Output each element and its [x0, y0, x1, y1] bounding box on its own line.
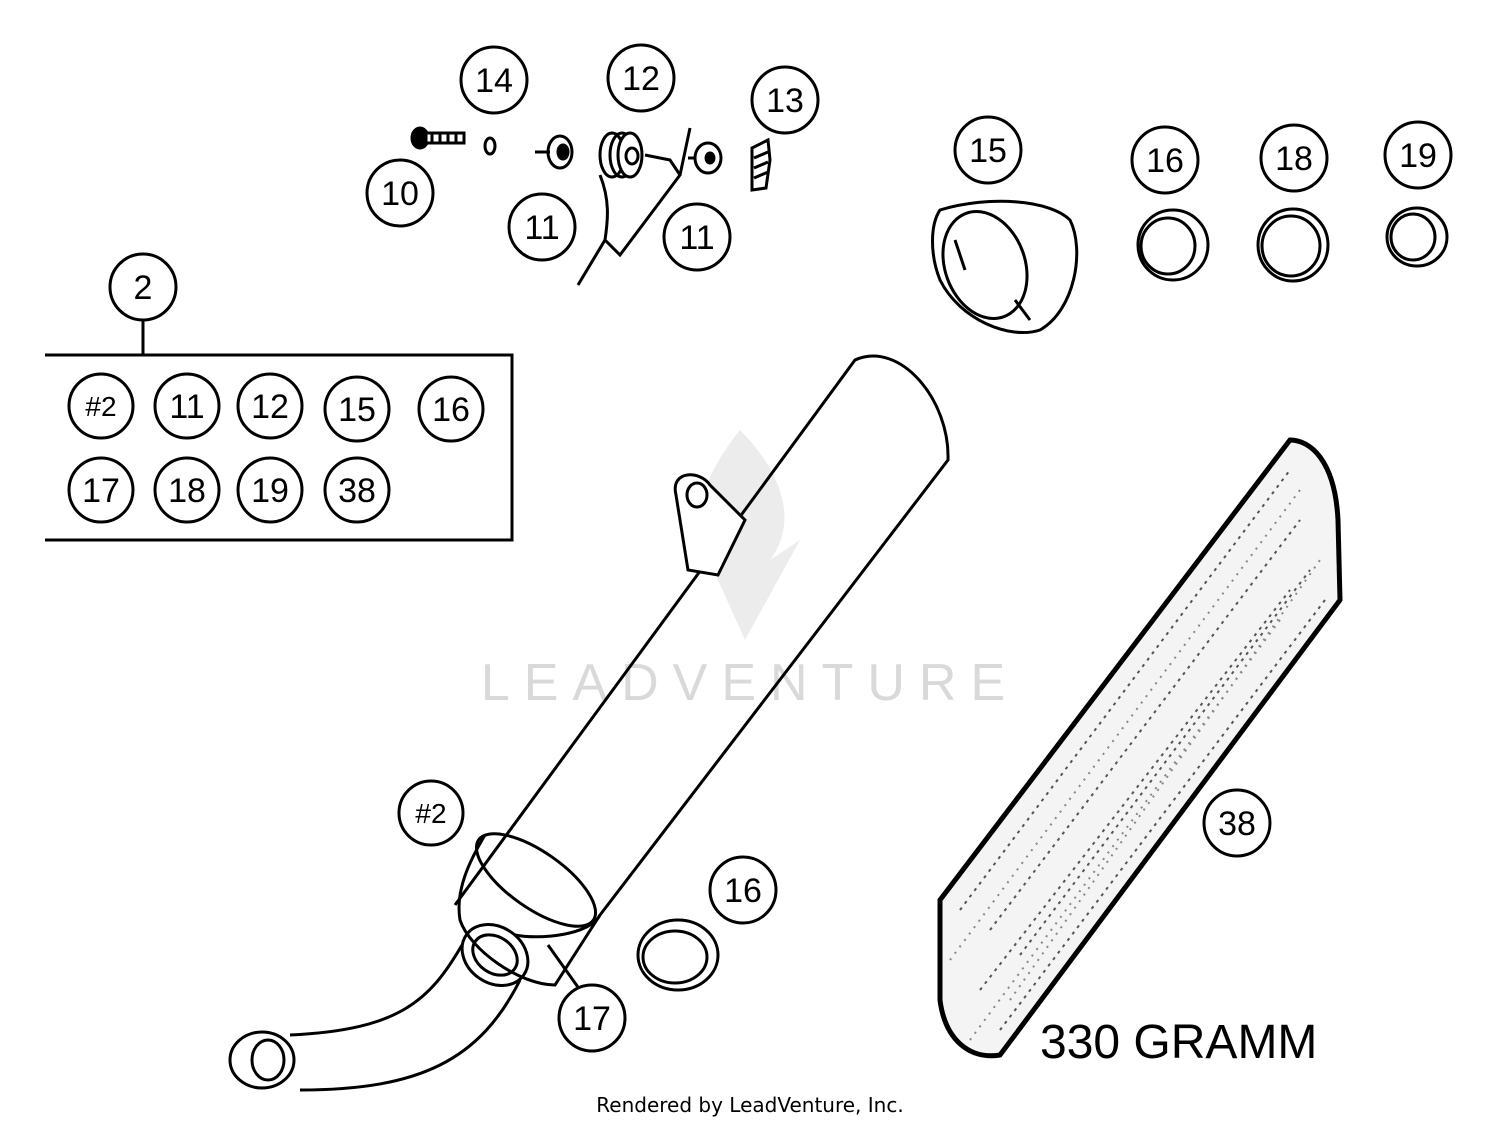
packing-ring-icon: [1136, 208, 1210, 282]
callout-16-bottom: 16: [708, 855, 778, 925]
kit-item: 19: [236, 456, 304, 524]
kit-item-label: 15: [338, 391, 376, 429]
callout-label: 16: [1146, 142, 1184, 180]
callout-label: 14: [475, 62, 513, 100]
callout-label: 10: [381, 175, 419, 213]
kit-box-outline: [45, 353, 514, 542]
packing-ring-lower-icon: [636, 918, 720, 992]
callout-16-top: 16: [1130, 125, 1200, 195]
kit-item-label: #2: [85, 391, 116, 422]
kit-item-label: 19: [251, 472, 289, 510]
kit-item: 16: [417, 375, 485, 443]
kit-item-label: 11: [169, 388, 204, 426]
kit-item: 12: [236, 372, 304, 440]
leader-line-17: [546, 944, 582, 991]
callout-10: 10: [365, 158, 435, 228]
footer-credit: Rendered by LeadVenture, Inc.: [596, 1093, 903, 1117]
callout-label: 18: [1275, 140, 1313, 178]
kit-item: 18: [153, 456, 221, 524]
callout-17: 17: [557, 983, 627, 1053]
kit-item: 38: [323, 456, 391, 524]
bracket-clamp-icon: [576, 127, 692, 286]
spring-washer-icon: [483, 136, 497, 156]
kit-item: #2: [67, 372, 135, 440]
end-cap-icon: [931, 199, 1079, 335]
callout-label: 38: [1218, 805, 1256, 843]
kit-callout: 2: [108, 252, 178, 322]
callout-muffler: #2: [397, 779, 465, 847]
kit-item-label: 16: [432, 391, 470, 429]
callout-15: 15: [953, 115, 1023, 185]
weight-label: 330 GRAMM: [1040, 1016, 1317, 1069]
callout-11-right: 11: [662, 202, 732, 272]
callout-14: 14: [459, 45, 529, 115]
sleeve-ring-icon: [1385, 206, 1449, 268]
kit-item-label: 12: [251, 388, 289, 426]
gasket-ring-icon: [1256, 207, 1330, 283]
callout-label: 19: [1399, 137, 1437, 175]
callout-19: 19: [1383, 120, 1453, 190]
watermark-logo-icon: [700, 430, 800, 640]
rubber-washer-right-icon: [688, 141, 723, 175]
mounting-hardware: [410, 126, 772, 286]
bolt-icon: [410, 126, 466, 150]
insulation-mat-icon: [937, 437, 1343, 1059]
nut-clip-icon: [750, 137, 772, 192]
callout-label: 12: [622, 60, 660, 98]
muffler-assembly: [228, 354, 950, 1092]
callout-label: 11: [679, 219, 714, 257]
kit-item: 15: [323, 375, 391, 443]
callout-38: 38: [1202, 788, 1272, 858]
callout-label: 11: [524, 209, 559, 247]
rubber-washer-icon: [535, 134, 574, 170]
watermark: LEADVENTURE: [481, 430, 1019, 712]
kit-number: 2: [134, 269, 153, 307]
kit-item: 17: [67, 456, 135, 524]
kit-items: #2 11 12 15 16 17 18 19: [67, 372, 485, 524]
callout-label: 15: [969, 132, 1007, 170]
outlet-pipe-icon: [228, 923, 530, 1092]
end-cap-parts: [931, 199, 1449, 335]
callout-18: 18: [1259, 123, 1329, 193]
watermark-text: LEADVENTURE: [481, 654, 1019, 712]
callout-13: 13: [750, 65, 820, 135]
callout-label: 16: [724, 872, 762, 910]
kit-item-label: 38: [338, 472, 376, 510]
callout-label: #2: [415, 798, 446, 829]
kit-item: 11: [153, 372, 221, 440]
callout-label: 17: [573, 1000, 611, 1038]
callout-label: 13: [766, 82, 804, 120]
kit-item-label: 18: [168, 472, 206, 510]
callout-12: 12: [606, 43, 676, 113]
part-callouts: 10 14 12 13 11 11 15 16: [365, 43, 1453, 1053]
muffler-body-icon: [453, 354, 950, 939]
callout-11-left: 11: [507, 192, 577, 262]
kit-item-label: 17: [82, 472, 120, 510]
mounting-tab-icon: [673, 473, 747, 577]
kit-box: [45, 320, 514, 542]
